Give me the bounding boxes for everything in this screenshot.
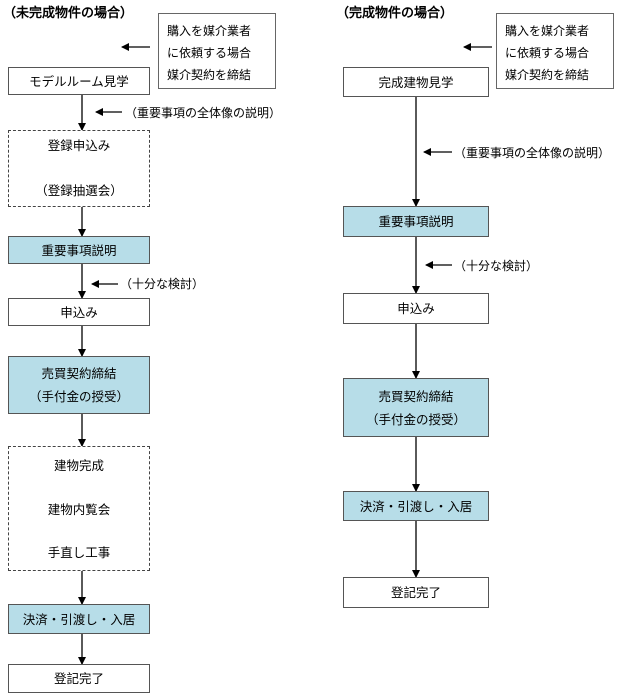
- right-visit-box: 完成建物見学: [343, 67, 489, 97]
- left-building-box: 建物完成 建物内覧会 手直し工事: [8, 446, 150, 571]
- right-note-line-2: に依頼する場合: [505, 46, 590, 60]
- left-registration-apply: 登録申込み: [47, 138, 111, 153]
- right-registry-label: 登記完了: [390, 585, 441, 600]
- left-registration-lottery: （登録抽選会）: [35, 183, 123, 198]
- left-apply-label: 申込み: [60, 304, 98, 320]
- left-annotation-explain: （重要事項の全体像の説明）: [125, 106, 282, 120]
- right-contract-line-1: 売買契約締結: [378, 388, 454, 404]
- right-settle-box: 決済・引渡し・入居: [343, 491, 489, 521]
- right-note-line-3: 媒介契約を締結: [505, 68, 590, 82]
- left-model-room-box: モデルルーム見学: [8, 67, 150, 95]
- left-building-fix: 手直し工事: [47, 545, 111, 560]
- left-note-line-1: 購入を媒介業者: [167, 24, 252, 38]
- right-contract-box: 売買契約締結 （手付金の授受）: [343, 378, 489, 437]
- right-annotation-explain: （重要事項の全体像の説明）: [454, 146, 611, 160]
- left-jyuyo-box: 重要事項説明: [8, 236, 150, 264]
- left-settle-box: 決済・引渡し・入居: [8, 604, 150, 634]
- left-broker-note: 購入を媒介業者 に依頼する場合 媒介契約を締結: [158, 13, 276, 89]
- right-apply-box: 申込み: [343, 293, 489, 324]
- left-note-line-3: 媒介契約を締結: [167, 68, 252, 82]
- right-visit-label: 完成建物見学: [378, 74, 454, 90]
- left-header: （未完成物件の場合）: [3, 6, 134, 21]
- left-registry-label: 登記完了: [53, 671, 104, 686]
- left-building-complete: 建物完成: [53, 458, 104, 473]
- right-settle-label: 決済・引渡し・入居: [359, 498, 473, 514]
- right-header: （完成物件の場合）: [336, 6, 454, 21]
- left-contract-line-1: 売買契約締結: [41, 366, 117, 381]
- left-jyuyo-label: 重要事項説明: [41, 242, 117, 258]
- left-note-line-2: に依頼する場合: [167, 46, 252, 60]
- right-note-line-1: 購入を媒介業者: [505, 24, 590, 38]
- left-registration-box: 登録申込み （登録抽選会）: [8, 130, 150, 207]
- left-contract-line-2: （手付金の授受）: [28, 389, 129, 404]
- right-broker-note: 購入を媒介業者 に依頼する場合 媒介契約を締結: [496, 13, 614, 89]
- left-contract-box: 売買契約締結 （手付金の授受）: [8, 356, 150, 414]
- left-settle-label: 決済・引渡し・入居: [22, 611, 136, 627]
- right-registry-box: 登記完了: [343, 577, 489, 608]
- right-annotation-consider: （十分な検討）: [454, 259, 539, 273]
- right-apply-label: 申込み: [397, 301, 435, 316]
- left-apply-box: 申込み: [8, 298, 150, 326]
- left-registry-box: 登記完了: [8, 664, 150, 693]
- right-jyuyo-box: 重要事項説明: [343, 206, 489, 237]
- right-jyuyo-label: 重要事項説明: [378, 214, 454, 229]
- right-contract-line-2: （手付金の授受）: [365, 411, 466, 427]
- left-building-preview: 建物内覧会: [47, 502, 111, 517]
- left-model-room-label: モデルルーム見学: [29, 73, 129, 89]
- left-annotation-consider: （十分な検討）: [120, 277, 205, 291]
